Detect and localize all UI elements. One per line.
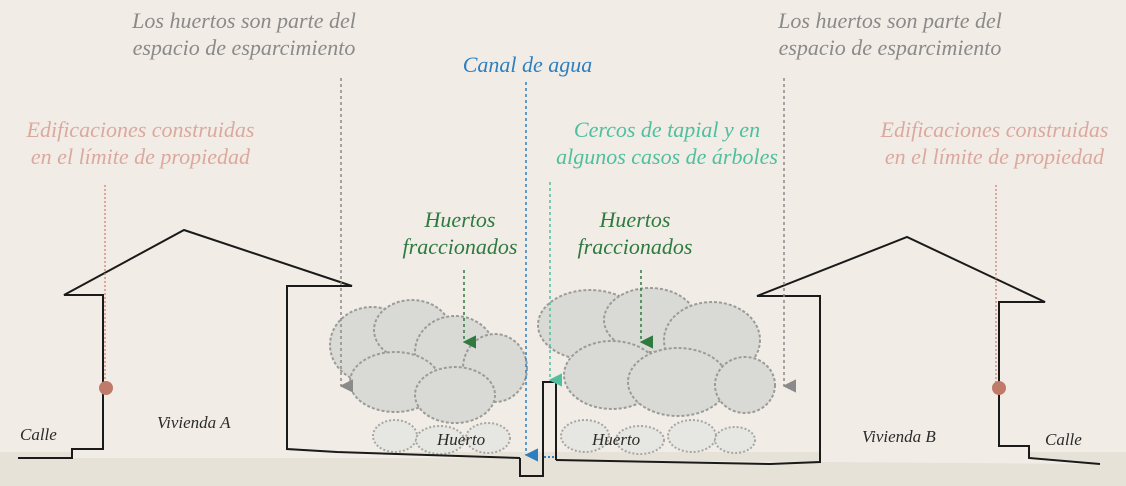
label-cercos-de-tapial: Cercos de tapial y en algunos casos de á… — [556, 117, 778, 169]
label-edificaciones-left: Edificaciones construidas en el límite d… — [26, 117, 255, 169]
house-a-outline — [18, 228, 521, 459]
label-huertos-espacio-right: Los huertos son parte del espacio de esp… — [778, 8, 1002, 60]
label-huertos-fraccionados-left: Huertos fraccionados — [402, 207, 518, 259]
label-huertos-fraccionados-right: Huertos fraccionados — [577, 207, 693, 259]
orchard-shrubs-right — [560, 419, 756, 455]
orchard-shrubs-left — [372, 419, 511, 455]
property-dot-left — [99, 381, 113, 395]
label-calle-left: Calle — [20, 425, 57, 444]
property-dot-right — [992, 381, 1006, 395]
label-vivienda-a: Vivienda A — [157, 413, 231, 432]
orchard-trees-left — [329, 299, 528, 424]
label-edificaciones-right: Edificaciones construidas en el límite d… — [880, 117, 1109, 169]
house-b-outline — [555, 235, 1101, 466]
water-canal — [519, 381, 557, 477]
label-calle-right: Calle — [1045, 430, 1082, 449]
label-huerto-left: Huerto — [437, 430, 486, 449]
label-huerto-right: Huerto — [592, 430, 641, 449]
orchard-trees-right — [537, 287, 776, 417]
label-vivienda-b: Vivienda B — [862, 427, 936, 446]
label-huertos-espacio-left: Los huertos son parte del espacio de esp… — [132, 8, 356, 60]
label-canal-de-agua: Canal de agua — [462, 52, 593, 77]
